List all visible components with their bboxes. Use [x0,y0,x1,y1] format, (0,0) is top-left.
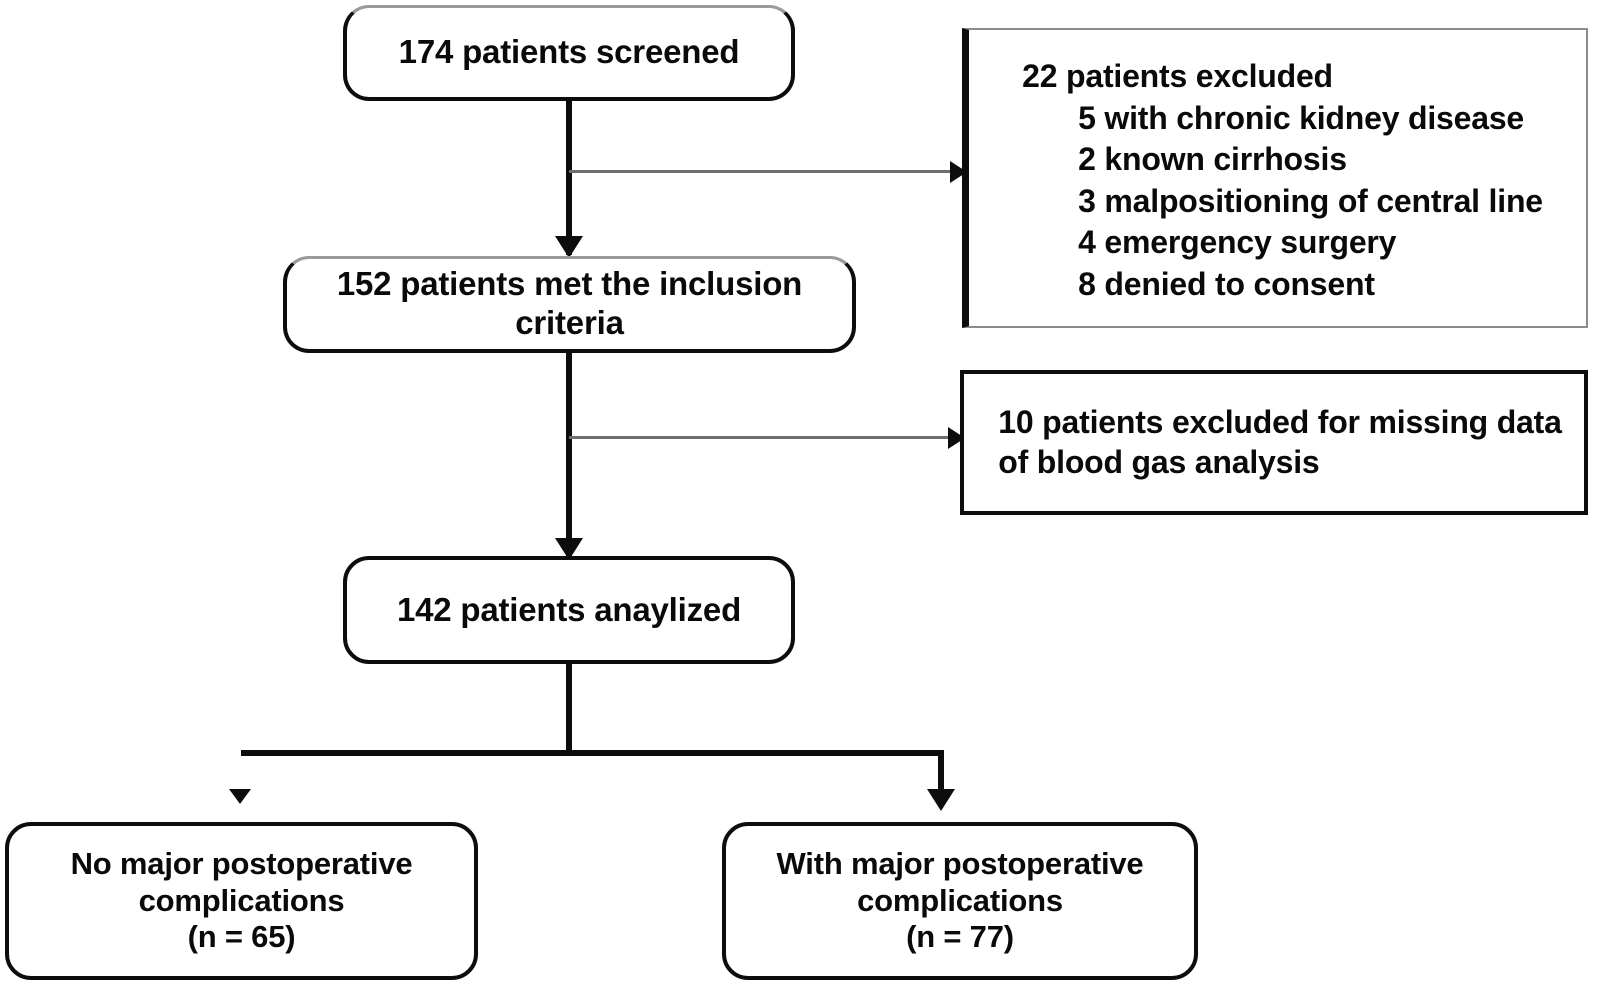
node-no-major-postoperative-complications: No major postoperative complications (n … [5,822,478,980]
node-patients-excluded-at-screening: 22 patients excluded 5 with chronic kidn… [962,28,1588,328]
node-patients-excluded-missing-data-label: 10 patients excluded for missing data of… [998,404,1562,480]
node-with-major-postoperative-complications: With major postoperative complications (… [722,822,1198,980]
excluded-reasons-list: 22 patients excluded 5 with chronic kidn… [1022,56,1543,306]
node-patients-screened-label: 174 patients screened [398,33,740,71]
arrowhead-down-icon [927,789,955,811]
node-patients-analyzed: 142 patients anaylized [343,556,795,664]
node-with-major-postoperative-complications-label: With major postoperative complications (… [776,846,1144,955]
excluded-reason-item: 8 denied to consent [1078,265,1375,302]
connector-to-excluded-missing-data [569,436,961,439]
node-patients-excluded-missing-data: 10 patients excluded for missing data of… [960,370,1588,515]
node-met-inclusion-criteria-label: 152 patients met the inclusion criteria [336,265,803,341]
node-patients-analyzed-label: 142 patients anaylized [396,590,742,628]
connector-screened-to-inclusion [566,99,572,255]
arrowhead-down-icon [555,538,583,560]
excluded-reasons-heading: 22 patients excluded [1022,58,1333,94]
connector-to-excluded-screening [569,170,961,173]
excluded-reason-item: 5 with chronic kidney disease [1078,99,1525,136]
connector-split-bar [241,750,944,756]
excluded-reason-item: 4 emergency surgery [1078,224,1397,261]
excluded-reason-item: 3 malpositioning of central line [1078,182,1543,219]
arrowhead-down-icon [229,789,251,804]
connector-inclusion-to-analyzed [566,351,572,558]
connector-right-branch-drop [938,750,944,798]
arrowhead-down-icon [555,236,583,258]
node-patients-screened: 174 patients screened [343,5,795,101]
node-met-inclusion-criteria: 152 patients met the inclusion criteria [283,256,856,353]
node-no-major-postoperative-complications-label: No major postoperative complications (n … [70,846,413,955]
excluded-reason-item: 2 known cirrhosis [1078,141,1347,178]
connector-analyzed-to-split [566,662,572,754]
